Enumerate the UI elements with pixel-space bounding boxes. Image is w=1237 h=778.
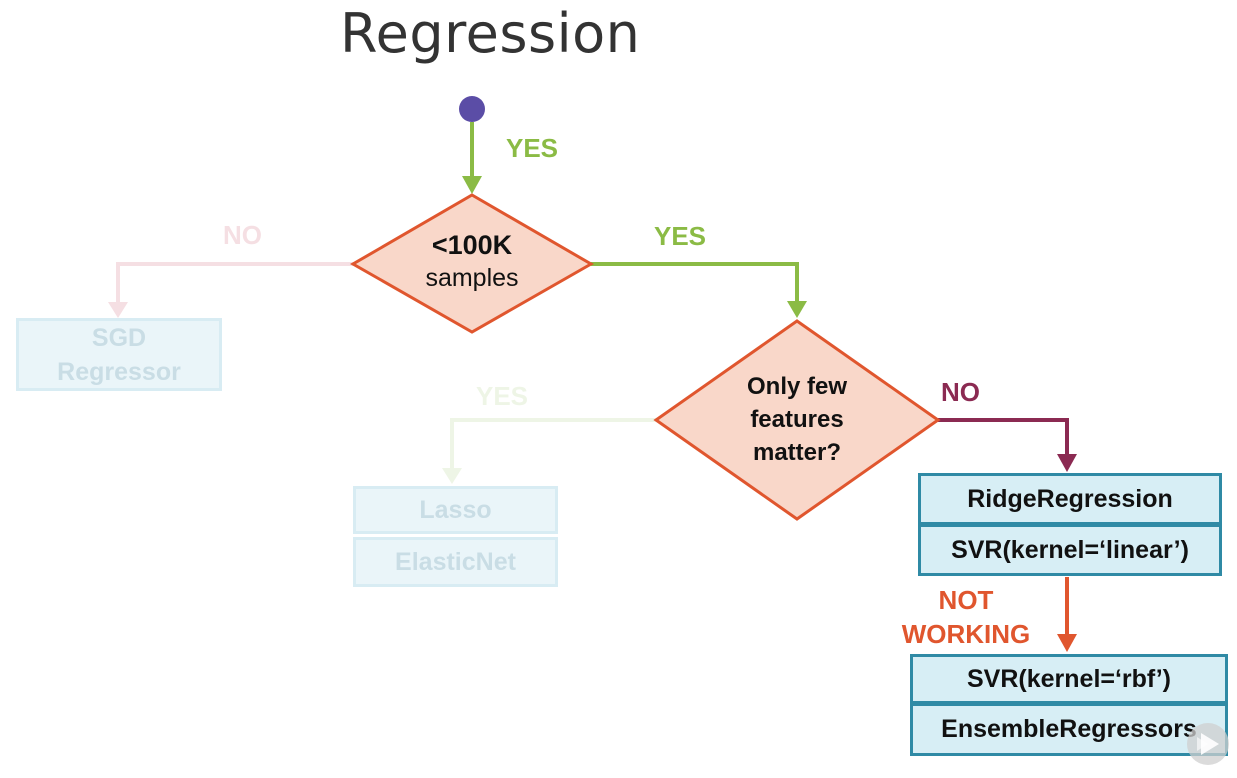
features-decision-line1: Only few <box>746 373 848 400</box>
sgd-regressor-box: SGD Regressor <box>16 318 222 391</box>
samples-decision-text: <100K samples <box>392 229 552 295</box>
not-working-line2: WORKING <box>901 619 1031 649</box>
samples-decision-diamond <box>349 193 595 334</box>
not-working-label: NOT WORKING <box>884 583 1048 651</box>
sgd-regressor-line1: SGD <box>91 323 147 352</box>
samples-no-label: NO <box>223 220 262 250</box>
elasticnet-box: ElasticNet <box>353 537 558 587</box>
features-decision-line3: matter? <box>752 439 842 466</box>
lasso-box: Lasso <box>353 486 558 534</box>
features-decision-text: Only few features matter? <box>707 370 887 469</box>
not-working-line1: NOT <box>938 585 994 615</box>
samples-yes-arrowhead <box>787 301 807 318</box>
samples-no-arrowhead <box>108 302 128 318</box>
features-no-arrowhead <box>1057 454 1077 472</box>
svr-linear-box: SVR(kernel=‘linear’) <box>918 524 1222 576</box>
not-working-arrowhead <box>1057 634 1077 652</box>
features-yes-arrowhead <box>442 468 462 484</box>
features-yes-arrow <box>450 418 656 472</box>
start-yes-arrowhead <box>462 176 482 194</box>
features-yes-label: YES <box>476 381 529 411</box>
features-decision-diamond <box>653 319 941 521</box>
page-title: Regression <box>340 2 641 65</box>
play-logo-icon <box>1187 723 1229 765</box>
samples-decision-line2: samples <box>425 264 519 292</box>
features-no-arrow <box>938 418 1069 458</box>
samples-decision-line1: <100K <box>431 230 513 260</box>
start-node <box>459 96 485 122</box>
features-no-label: NO <box>941 377 980 407</box>
ridge-regression-box: RidgeRegression <box>918 473 1222 525</box>
samples-no-arrow <box>116 262 353 306</box>
samples-yes-label: YES <box>654 221 707 251</box>
features-decision-line2: features <box>750 406 844 433</box>
start-yes-label: YES <box>506 133 559 163</box>
samples-yes-arrow <box>591 262 799 305</box>
svr-rbf-box: SVR(kernel=‘rbf’) <box>910 654 1228 704</box>
sgd-regressor-line2: Regressor <box>57 357 181 386</box>
ensemble-regressors-box: EnsembleRegressors <box>910 703 1228 756</box>
